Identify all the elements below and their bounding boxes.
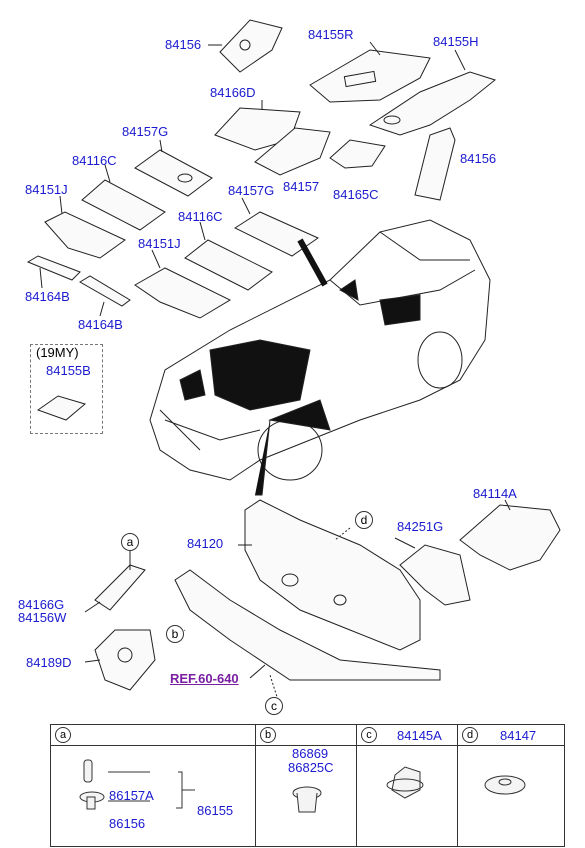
cowl-panel: [174, 569, 441, 681]
callout-a: a: [121, 533, 139, 551]
fastener-legend-table: a b c 84145A d 84147 86157A 86156 86155 …: [50, 724, 565, 847]
pad-84156-top: [219, 19, 283, 73]
label-84157G-1: 84157G: [122, 124, 169, 139]
pad-84151J-2: [134, 267, 232, 319]
legend-group-86155: 86155: [197, 803, 234, 818]
pad-84116C-2: [184, 239, 273, 291]
strip-84164B-2: [79, 275, 131, 307]
legend-body-c: [356, 745, 458, 847]
pad-84166D: [214, 107, 301, 151]
label-19my: (19MY): [36, 345, 79, 360]
variant-box-19my: [30, 344, 103, 434]
label-84156-right: 84156: [460, 151, 497, 166]
legend-body-a: 86157A 86156 86155: [50, 745, 256, 847]
pad-84155H: [368, 71, 497, 136]
pad-84157G-2: [233, 211, 320, 257]
pad-84157-1: [254, 127, 331, 176]
callout-d: d: [355, 511, 373, 529]
legend-item-86869: 86869: [292, 746, 329, 761]
legend-item-86156: 86156: [109, 816, 146, 831]
label-84157G-2: 84157G: [228, 183, 275, 198]
label-84156W: 84156W: [18, 610, 67, 625]
strip-84164B-1: [26, 255, 81, 281]
pad-84165C: [329, 139, 386, 169]
legend-item-86157A: 86157A: [109, 788, 154, 803]
pad-84114A: [459, 504, 561, 571]
label-84151J-2: 84151J: [138, 236, 181, 251]
legend-header-b: b: [255, 724, 357, 746]
legend-circle-c: c: [361, 727, 377, 743]
pad-84251G: [399, 544, 471, 606]
pad-84189D: [94, 629, 156, 691]
label-84114A: 84114A: [473, 486, 517, 501]
legend-header-c: c 84145A: [356, 724, 458, 746]
legend-body-d: [457, 745, 565, 847]
legend-header-d: d 84147: [457, 724, 565, 746]
label-84164B-2: 84164B: [78, 317, 123, 332]
pad-84155B: [36, 395, 87, 421]
label-84165C: 84165C: [333, 187, 379, 202]
label-84120: 84120: [187, 536, 224, 551]
label-84155R: 84155R: [308, 27, 354, 42]
label-84157: 84157: [283, 179, 320, 194]
legend-item-86825C: 86825C: [288, 760, 334, 775]
label-84116C-2: 84116C: [178, 209, 223, 224]
label-84156-top: 84156: [165, 37, 202, 52]
legend-circle-a: a: [55, 727, 71, 743]
label-84166D: 84166D: [210, 85, 256, 100]
car-body: [149, 219, 491, 481]
label-84116C-1: 84116C: [72, 153, 117, 168]
label-84164B-1: 84164B: [25, 289, 70, 304]
legend-part-c: 84145A: [397, 728, 442, 743]
pad-84156-right: [414, 127, 456, 201]
label-84151J-1: 84151J: [25, 182, 68, 197]
pad-84116C-1: [81, 179, 166, 231]
pad-84151J-1: [44, 211, 126, 259]
pad-84155R: [309, 49, 431, 103]
dash-panel-84120: [244, 499, 421, 651]
label-84251G: 84251G: [397, 519, 444, 534]
legend-circle-d: d: [462, 727, 478, 743]
label-84166G: 84166G: [18, 597, 65, 612]
label-84189D: 84189D: [26, 655, 72, 670]
pad-84166G: [94, 564, 146, 611]
legend-part-d: 84147: [500, 728, 537, 743]
legend-header-a: a: [50, 724, 256, 746]
ref-link-60-640[interactable]: REF.60-640: [170, 671, 239, 686]
label-84155B: 84155B: [46, 363, 91, 378]
legend-circle-b: b: [260, 727, 276, 743]
callout-c: c: [265, 697, 283, 715]
label-84155H: 84155H: [433, 34, 479, 49]
callout-b: b: [166, 625, 184, 643]
pad-84157G-1: [134, 149, 213, 197]
legend-body-b: 86869 86825C: [255, 745, 357, 847]
